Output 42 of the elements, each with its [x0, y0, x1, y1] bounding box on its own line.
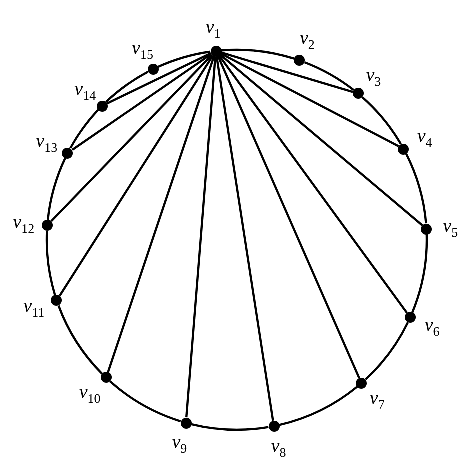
circle-arc: [304, 61, 355, 92]
circle-arc: [405, 153, 428, 224]
vertex-label: v$_{11}$: [24, 296, 45, 318]
chord-line: [220, 54, 424, 226]
chord-line: [220, 52, 354, 94]
circle-arc: [105, 71, 149, 104]
circle-arc: [46, 230, 56, 296]
circle-arc: [279, 386, 358, 426]
vertex-label: v$_{10}$: [79, 382, 101, 405]
chord-line: [186, 56, 217, 418]
vertex-label: v$_{4}$: [417, 127, 432, 150]
chord-line: [72, 53, 212, 151]
vertex-label: v$_{12}$: [13, 212, 35, 235]
vertex-label: v$_{6}$: [424, 316, 440, 338]
chord-line: [58, 55, 214, 297]
vertex-label: v$_{15}$: [132, 38, 154, 61]
vertex-label: v$_{8}$: [271, 436, 286, 459]
chord-line: [216, 56, 274, 422]
vertex-label: v$_{13}$: [36, 132, 58, 154]
chord-line: [220, 52, 400, 148]
circle-arc: [158, 50, 211, 68]
chord-line: [218, 54, 408, 314]
vertex-label: v$_{3}$: [366, 66, 382, 88]
vertex-label: v$_{1}$: [206, 18, 221, 40]
circle-arc: [70, 109, 100, 149]
circle-arc: [362, 96, 402, 145]
vertex-label: v$_{14}$: [74, 80, 96, 102]
chord-line: [106, 52, 212, 105]
circle-arc: [412, 234, 428, 313]
circle-arc: [191, 423, 269, 431]
vertex-label: v$_{7}$: [370, 388, 385, 411]
circle-arc: [364, 322, 410, 380]
circle-arc: [58, 305, 104, 375]
circle-arc: [221, 48, 295, 60]
chord-line: [50, 54, 213, 222]
chord-line: [217, 56, 360, 379]
vertex-label: v$_{9}$: [172, 433, 188, 456]
circle-arc: [110, 380, 182, 423]
circle-arc: [46, 158, 67, 220]
vertex-label: v$_{2}$: [300, 28, 315, 51]
vertex-label: v$_{5}$: [443, 216, 458, 239]
chord-line: [107, 56, 216, 374]
